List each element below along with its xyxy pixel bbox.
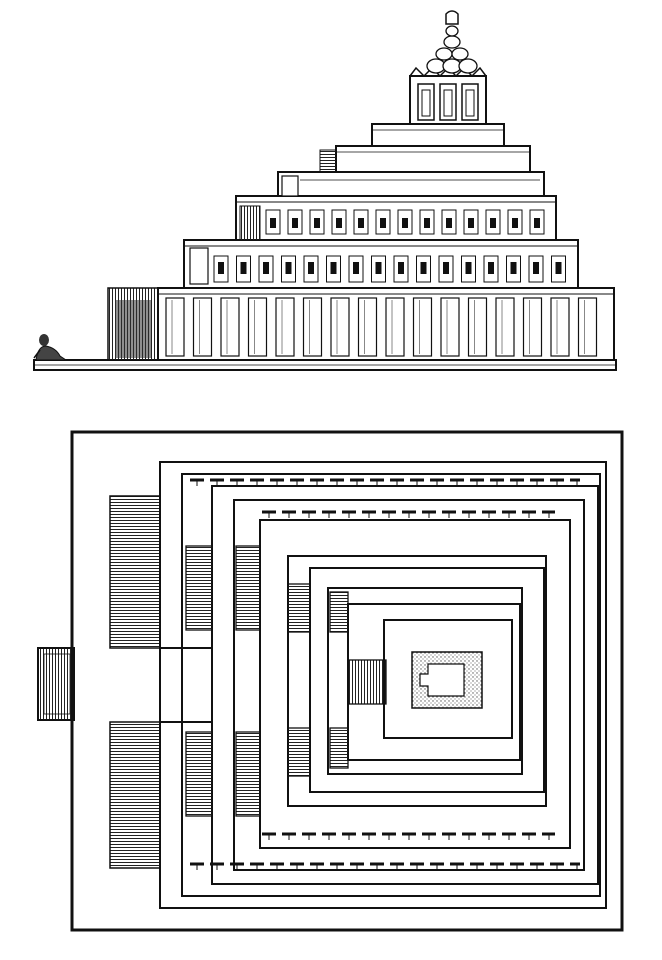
tier-3-window [468, 218, 474, 228]
tier-2-window [555, 262, 562, 274]
stair-block-inner [347, 659, 387, 705]
terrace-outline [327, 587, 523, 775]
tier-3-window [358, 218, 364, 228]
tier-3-window [402, 218, 408, 228]
tier-3-window [424, 218, 430, 228]
terrace-outline [259, 519, 571, 849]
tier-4 [277, 171, 545, 197]
tier-1-panel [522, 297, 543, 357]
stair-block-1s [185, 731, 213, 817]
tier-5 [319, 145, 531, 173]
tier-3-window [446, 218, 452, 228]
tier-1-panel [440, 297, 460, 357]
shrine-door-inset [443, 89, 453, 117]
seated-figure [33, 334, 68, 361]
tier-1-panel [577, 297, 598, 357]
tier-3-window [534, 218, 540, 228]
shrine-dome [426, 10, 478, 74]
tier-1-panel [412, 297, 433, 357]
tier-1-panel [220, 297, 240, 357]
ziggurat-plan [37, 430, 624, 932]
stair-block-3s [287, 727, 311, 777]
tier-6 [371, 123, 505, 147]
tier-1-panel [165, 297, 185, 357]
shrine-door-inset [465, 89, 475, 117]
entrance-gate [37, 647, 75, 721]
tier-1-panel [247, 297, 268, 357]
tier-3-window [380, 218, 386, 228]
tier-2-window [443, 262, 449, 274]
ground-line [33, 359, 617, 371]
summit-shrine [409, 10, 487, 125]
tier-2-window [398, 262, 404, 274]
tier-2-window [308, 262, 314, 274]
tier-1-panel [467, 297, 488, 357]
stair-block-4n [329, 591, 349, 633]
tier-2-window [353, 262, 359, 274]
tier-2-window [263, 262, 269, 274]
ramp-north [109, 495, 161, 649]
terrace-outline [211, 485, 599, 885]
ramp-block [107, 287, 159, 361]
tier-2-window [533, 262, 539, 274]
tier-1-panel [357, 297, 378, 357]
stair-block-3n [287, 583, 311, 633]
ziggurat-elevation [33, 10, 617, 371]
tier-3-window [336, 218, 342, 228]
terrace-outline [159, 461, 607, 909]
shrine-door-inset [421, 89, 431, 117]
tier-2-window [488, 262, 494, 274]
terrace-outline [287, 555, 547, 807]
terrace-outline [309, 567, 545, 793]
tier-1-panel [495, 297, 515, 357]
tier-1-panel [550, 297, 570, 357]
tier-3 [235, 195, 557, 241]
stair-block-4s [329, 727, 349, 769]
stair-block-2n [235, 545, 261, 631]
tier-3-window [490, 218, 496, 228]
tier-1-panel [330, 297, 350, 357]
tier-3-window [292, 218, 298, 228]
tier-2-window [510, 262, 517, 274]
tier-2-window [218, 262, 224, 274]
tier-2 [183, 239, 579, 289]
terrace-outline [181, 473, 601, 897]
tier-3-window [512, 218, 518, 228]
terrace-outline [233, 499, 585, 871]
ramp-south [109, 721, 161, 869]
tier-2-window [330, 262, 337, 274]
inner-sanctuary [411, 651, 483, 709]
tier-2-window [375, 262, 382, 274]
tier-1-panel [192, 297, 213, 357]
tier-2-window [240, 262, 247, 274]
tier-3-window [314, 218, 320, 228]
tier-2-window [285, 262, 292, 274]
tier-1-panel [275, 297, 295, 357]
tier-2-window [465, 262, 472, 274]
tier-1 [157, 287, 615, 361]
tier-2-window [420, 262, 427, 274]
tier-1-panel [302, 297, 323, 357]
tier-3-window [270, 218, 276, 228]
stair-block-1n [185, 545, 213, 631]
tier-1-panel [385, 297, 405, 357]
stair-block-2s [235, 731, 261, 817]
